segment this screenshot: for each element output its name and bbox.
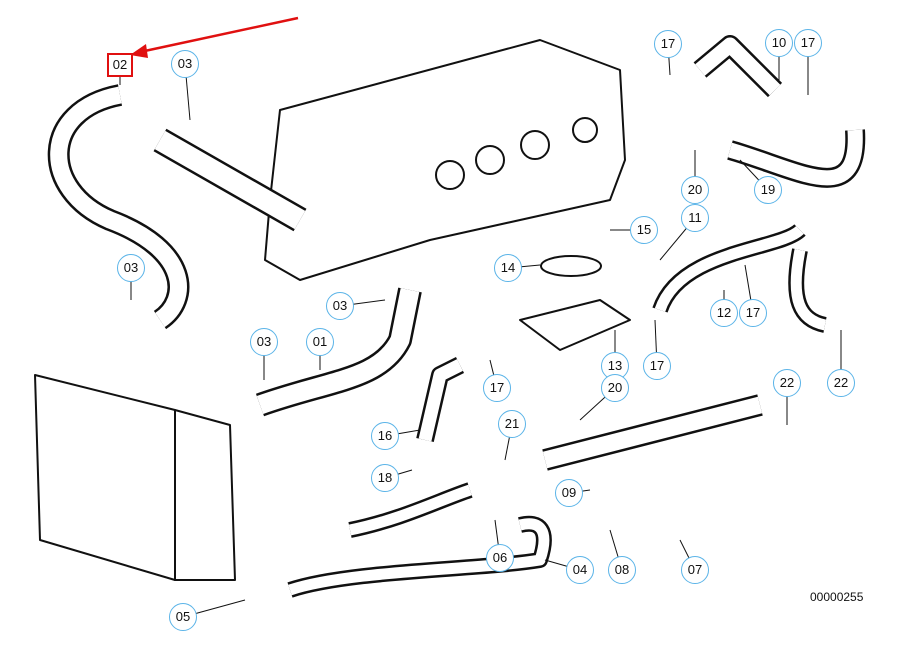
part-callout-15[interactable]: 15 [630,216,658,244]
part-callout-05[interactable]: 05 [169,603,197,631]
part-callout-14[interactable]: 14 [494,254,522,282]
thermostat-housing [519,299,631,351]
part-callout-20[interactable]: 20 [681,176,709,204]
part-callout-04[interactable]: 04 [566,556,594,584]
part-callout-17[interactable]: 17 [643,352,671,380]
part-callout-06[interactable]: 06 [486,544,514,572]
radiator [34,374,176,581]
part-callout-01[interactable]: 01 [306,328,334,356]
part-callout-17[interactable]: 17 [654,30,682,58]
part-callout-20[interactable]: 20 [601,374,629,402]
part-callout-17[interactable]: 17 [483,374,511,402]
part-callout-16[interactable]: 16 [371,422,399,450]
drawing-number: 00000255 [810,590,864,604]
part-callout-22[interactable]: 22 [827,369,855,397]
part-callout-08[interactable]: 08 [608,556,636,584]
part-callout-18[interactable]: 18 [371,464,399,492]
part-callout-22[interactable]: 22 [773,369,801,397]
part-callout-03[interactable]: 03 [117,254,145,282]
part-callout-12[interactable]: 12 [710,299,738,327]
part-callout-03[interactable]: 03 [171,50,199,78]
part-callout-11[interactable]: 11 [681,204,709,232]
part-callout-03[interactable]: 03 [326,292,354,320]
part-callout-02[interactable]: 02 [107,53,133,77]
part-callout-17[interactable]: 17 [794,29,822,57]
part-callout-03[interactable]: 03 [250,328,278,356]
part-callout-19[interactable]: 19 [754,176,782,204]
part-callout-21[interactable]: 21 [498,410,526,438]
part-callout-09[interactable]: 09 [555,479,583,507]
engine-block [264,39,626,281]
part-callout-17[interactable]: 17 [739,299,767,327]
part-callout-07[interactable]: 07 [681,556,709,584]
part-callout-10[interactable]: 10 [765,29,793,57]
